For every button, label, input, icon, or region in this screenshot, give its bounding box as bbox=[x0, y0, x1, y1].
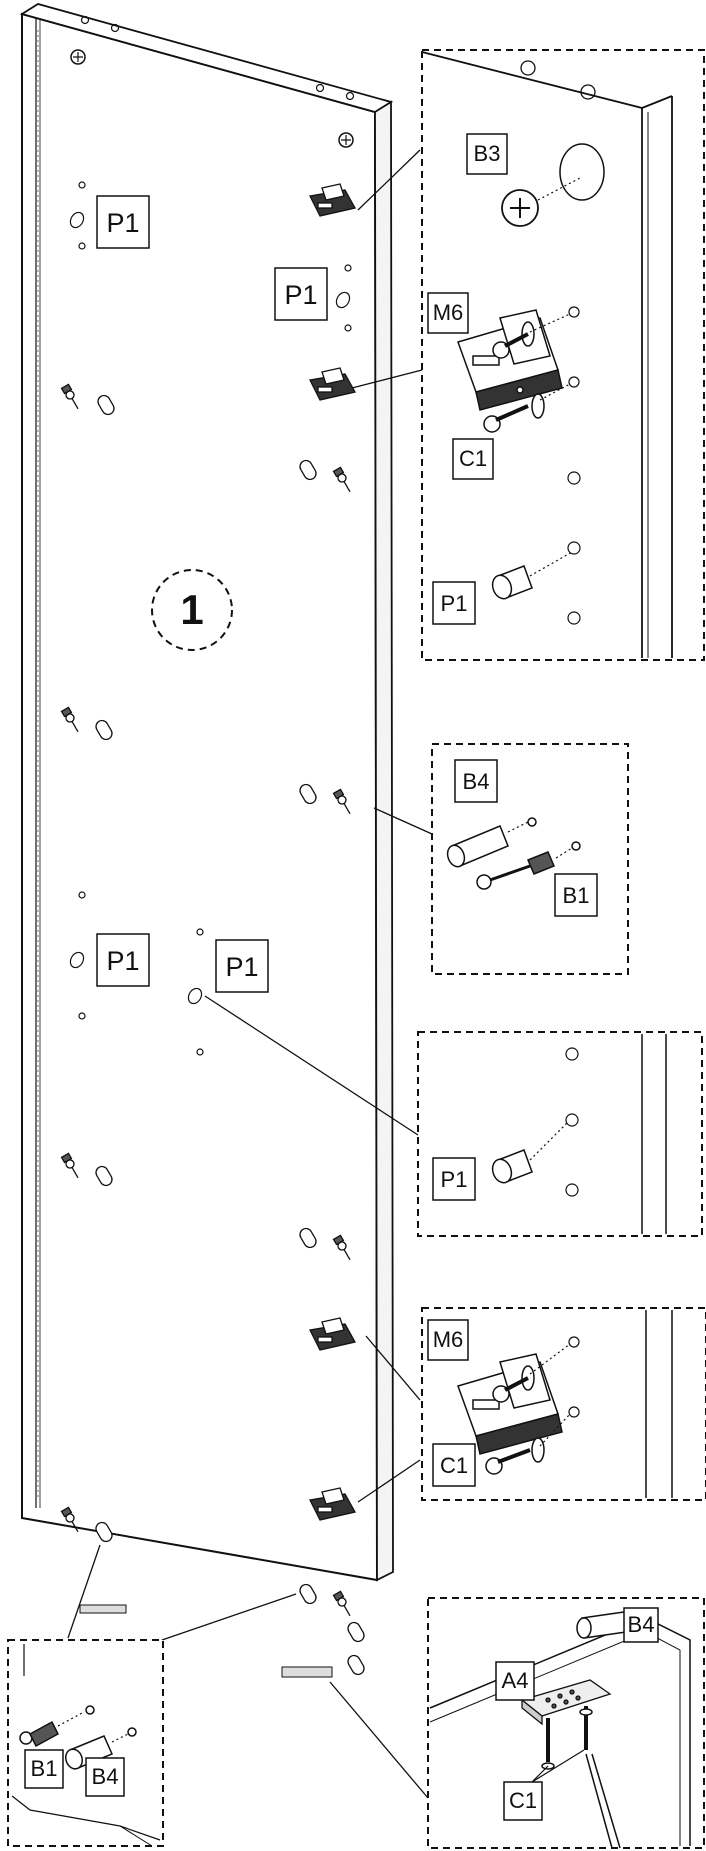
detail-box-hinge: M6 C1 bbox=[421, 1307, 706, 1501]
hinge-plate-icon bbox=[309, 1487, 356, 1521]
svg-text:M6: M6 bbox=[433, 1327, 464, 1352]
label-c1: C1 bbox=[503, 1749, 585, 1821]
label-b3: B3 bbox=[466, 133, 508, 175]
screwdriver-icon bbox=[585, 1753, 621, 1849]
label-b4: B4 bbox=[454, 759, 498, 803]
label-c1: C1 bbox=[432, 1443, 476, 1487]
label-m6: M6 bbox=[427, 292, 469, 334]
svg-text:P1: P1 bbox=[225, 952, 258, 982]
label-p1: P1 bbox=[215, 939, 269, 993]
cam-bolt-icon bbox=[19, 1705, 95, 1748]
svg-text:M6: M6 bbox=[433, 300, 464, 325]
svg-text:C1: C1 bbox=[459, 446, 487, 471]
screw-icon bbox=[492, 332, 529, 359]
svg-text:P1: P1 bbox=[441, 591, 468, 616]
label-p1: P1 bbox=[274, 267, 328, 321]
label-p1: P1 bbox=[432, 1157, 476, 1201]
svg-text:B1: B1 bbox=[563, 883, 590, 908]
label-p1: P1 bbox=[432, 581, 476, 625]
bolt-dowel-pair bbox=[299, 1583, 351, 1617]
shelf-pin-holes-top-right bbox=[335, 264, 352, 332]
shelf-pin-holes-mid-center bbox=[187, 928, 204, 1056]
bolt-dowel-pair bbox=[60, 706, 113, 741]
bottom-bracket-icon bbox=[520, 1679, 612, 1726]
shelf-pin-holes-mid-left bbox=[69, 891, 86, 1020]
svg-text:B1: B1 bbox=[31, 1756, 58, 1781]
label-b1: B1 bbox=[24, 1749, 64, 1789]
bolt-dowel-pair bbox=[60, 1152, 113, 1187]
hinge-plate-icon bbox=[309, 1317, 356, 1351]
svg-text:P1: P1 bbox=[441, 1167, 468, 1192]
hinge-plate-icon bbox=[309, 183, 356, 217]
cam-lock-icon bbox=[501, 143, 605, 227]
callout-lines bbox=[67, 149, 433, 1799]
cam-bolt-icon bbox=[476, 841, 581, 890]
bolt-dowel-pair bbox=[60, 1506, 113, 1543]
label-p1: P1 bbox=[96, 195, 150, 249]
screw-icon bbox=[579, 1706, 593, 1750]
dowel-icon bbox=[576, 1611, 627, 1639]
shelf-pin-icon bbox=[491, 551, 573, 600]
screw-icon bbox=[492, 1376, 529, 1403]
label-b4: B4 bbox=[85, 1757, 125, 1797]
bolt-dowel-pair bbox=[299, 783, 351, 815]
cam-lock-icon bbox=[338, 132, 354, 148]
bolt-dowel-pair bbox=[299, 1227, 351, 1261]
screw-icon bbox=[485, 1448, 531, 1475]
svg-text:C1: C1 bbox=[509, 1788, 537, 1813]
label-a4: A4 bbox=[495, 1661, 535, 1701]
pilot-holes bbox=[529, 306, 581, 625]
step-number-badge: 1 bbox=[151, 569, 233, 651]
bolt-dowel-pair bbox=[299, 459, 351, 493]
label-m6: M6 bbox=[427, 1319, 469, 1361]
svg-text:C1: C1 bbox=[440, 1453, 468, 1478]
detail-box-bottom-bracket: B4 A4 C1 bbox=[427, 1597, 705, 1849]
bolt-dowel-pair bbox=[60, 383, 115, 416]
dowel-icon bbox=[64, 1727, 137, 1770]
svg-text:P1: P1 bbox=[106, 946, 139, 976]
edge-dowels bbox=[347, 1621, 365, 1676]
detail-box-cam-hinge: B3 M6 bbox=[421, 49, 705, 661]
step-number: 1 bbox=[180, 586, 203, 633]
shelf-pin-holes-top-left bbox=[69, 181, 86, 250]
cam-lock-icon bbox=[70, 49, 86, 65]
svg-text:B4: B4 bbox=[463, 769, 490, 794]
label-b1: B1 bbox=[554, 873, 598, 917]
detail-box-shelf-pin: P1 bbox=[417, 1031, 703, 1237]
svg-text:P1: P1 bbox=[284, 280, 317, 310]
svg-text:B4: B4 bbox=[628, 1612, 655, 1637]
detail-box-bottom-left: B1 B4 bbox=[7, 1639, 164, 1847]
detail-box-dowel-bolt: B4 B1 bbox=[431, 743, 629, 975]
bottom-bracket-icon bbox=[79, 1604, 333, 1678]
svg-text:B4: B4 bbox=[92, 1764, 119, 1789]
label-p1: P1 bbox=[96, 933, 150, 987]
label-b4: B4 bbox=[623, 1607, 659, 1643]
screw-icon bbox=[483, 404, 529, 433]
svg-text:B3: B3 bbox=[474, 141, 501, 166]
hinge-plate-icon bbox=[309, 367, 356, 401]
svg-text:A4: A4 bbox=[502, 1668, 529, 1693]
label-c1: C1 bbox=[452, 438, 494, 480]
svg-text:P1: P1 bbox=[106, 208, 139, 238]
dowel-icon bbox=[446, 817, 537, 868]
shelf-pin-icon bbox=[491, 1121, 569, 1184]
